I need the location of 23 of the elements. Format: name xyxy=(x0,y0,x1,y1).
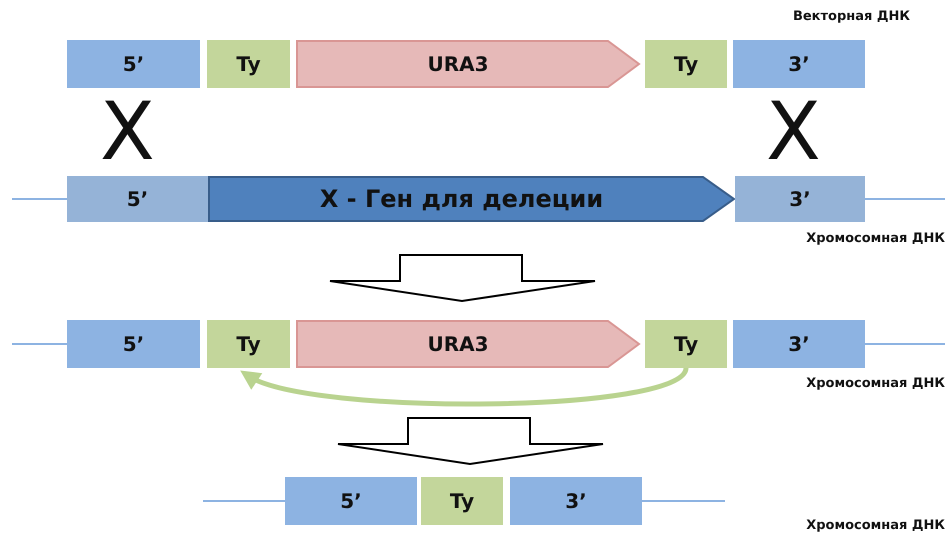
gene-pentagon: URA3 xyxy=(296,320,640,368)
gene-pentagon: X - Ген для делеции xyxy=(208,176,735,222)
gene-segment: Ty xyxy=(645,320,727,368)
gene-segment: Ty xyxy=(207,320,290,368)
gene-pentagon: URA3 xyxy=(296,40,640,88)
dna-label: Хромосомная ДНК xyxy=(806,232,945,245)
gene-segment: 5’ xyxy=(67,176,208,222)
gene-segment: Ty xyxy=(421,477,503,525)
gene-segment: 3’ xyxy=(735,176,865,222)
dna-label: Хромосомная ДНК xyxy=(806,519,945,532)
crossover-mark: X xyxy=(766,92,821,172)
curved-arrow xyxy=(239,366,688,406)
gene-segment: 5’ xyxy=(285,477,417,525)
gene-segment: 3’ xyxy=(733,320,865,368)
gene-segment: Ty xyxy=(207,40,290,88)
crossover-mark: X xyxy=(100,92,155,172)
gene-segment: Ty xyxy=(645,40,727,88)
gene-segment: 3’ xyxy=(510,477,642,525)
gene-segment: 3’ xyxy=(733,40,865,88)
dna-label: Хромосомная ДНК xyxy=(806,377,945,390)
gene-segment: 5’ xyxy=(67,320,200,368)
gene-segment: 5’ xyxy=(67,40,200,88)
dna-label: Векторная ДНК xyxy=(792,10,910,23)
